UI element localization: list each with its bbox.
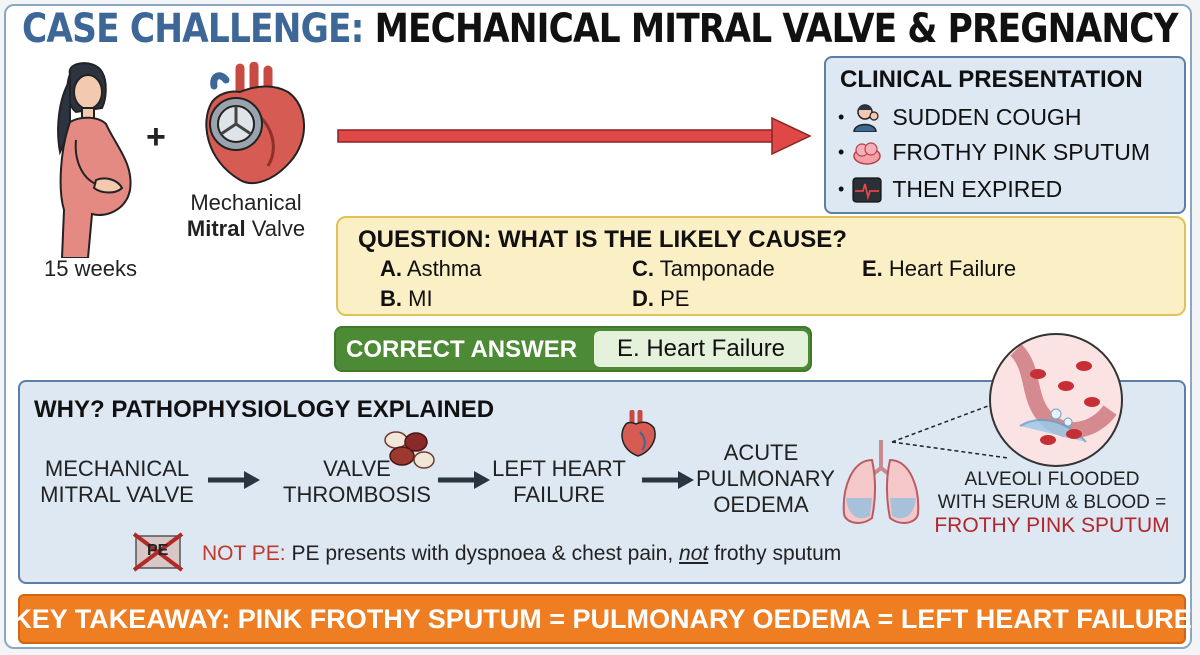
clinical-item: • SUDDEN COUGH — [838, 102, 1081, 132]
correct-answer-value: E. Heart Failure — [594, 331, 808, 367]
alveoli-line: WITH SERUM & BLOOD = — [937, 492, 1167, 513]
clinical-item-text: FROTHY PINK SPUTUM — [892, 139, 1151, 165]
flow-arrow-icon — [208, 471, 260, 489]
valve-line1: Mechanical — [190, 190, 302, 215]
step-mechanical-valve: MECHANICAL MITRAL VALVE — [32, 456, 202, 508]
option-a: A. Asthma — [380, 256, 481, 282]
callout-lines — [891, 399, 1009, 459]
valve-line2-bold: Mitral — [186, 216, 246, 241]
coughing-person-icon — [853, 104, 879, 132]
arrow-right-icon — [337, 116, 812, 156]
question-heading: QUESTION: WHAT IS THE LIKELY CAUSE? — [358, 226, 847, 253]
step-line: THROMBOSIS — [283, 482, 431, 507]
page-title: CASE CHALLENGE: MECHANICAL MITRAL VALVE … — [22, 6, 1179, 52]
option-letter: A. — [380, 256, 402, 281]
clinical-item-text: THEN EXPIRED — [892, 176, 1063, 202]
correct-answer-label: CORRECT ANSWER — [346, 336, 578, 363]
heart-icon — [621, 410, 656, 457]
key-takeaway-text: KEY TAKEAWAY: PINK FROTHY SPUTUM = PULMO… — [12, 603, 1192, 634]
question-box: QUESTION: WHAT IS THE LIKELY CAUSE? A. A… — [336, 216, 1186, 316]
correct-answer-bar: CORRECT ANSWER E. Heart Failure — [334, 326, 812, 372]
option-d: D. PE — [632, 286, 689, 312]
title-main: MECHANICAL MITRAL VALVE & PREGNANCY — [374, 6, 1179, 52]
not-pe-note: NOT PE: PE presents with dyspnoea & ches… — [202, 542, 841, 566]
alveoli-highlight: FROTHY PINK SPUTUM — [934, 514, 1170, 537]
valve-line2-rest: Valve — [245, 216, 306, 241]
blood-clot-icon — [384, 431, 435, 469]
alveoli-line: ALVEOLI FLOODED — [964, 469, 1140, 490]
pink-sputum-icon — [853, 141, 882, 165]
option-text: Heart Failure — [882, 256, 1017, 281]
option-e: E. Heart Failure — [862, 256, 1016, 282]
option-text: Asthma — [402, 256, 482, 281]
step-line: ACUTE — [723, 440, 799, 465]
lungs-icon — [842, 440, 920, 524]
step-valve-thrombosis: VALVE THROMBOSIS — [282, 456, 432, 508]
option-b: B. MI — [380, 286, 433, 312]
step-line: FAILURE — [513, 482, 605, 507]
not-pe-text: PE presents with dyspnoea & chest pain, — [285, 542, 680, 565]
alveoli-magnified-icon — [989, 333, 1123, 467]
flatline-monitor-icon — [852, 176, 882, 203]
title-accent: CASE CHALLENGE: — [22, 6, 364, 52]
step-line: VALVE — [323, 456, 391, 481]
not-pe-emphasis: not — [679, 542, 709, 565]
option-letter: D. — [632, 286, 654, 311]
bullet-icon: • — [838, 179, 845, 199]
option-text: PE — [654, 286, 690, 311]
option-c: C. Tamponade — [632, 256, 775, 282]
gestation-weeks: 15 weeks — [44, 256, 137, 281]
clinical-item: • FROTHY PINK SPUTUM — [838, 139, 1150, 166]
clinical-presentation-box: CLINICAL PRESENTATION • SUDDEN COUGH • F… — [824, 56, 1186, 214]
pregnant-woman-icon — [57, 62, 132, 258]
step-line: MECHANICAL — [44, 456, 190, 481]
clinical-heading: CLINICAL PRESENTATION — [840, 66, 1143, 93]
not-pe-badge: PE — [130, 530, 186, 574]
key-takeaway-bar: KEY TAKEAWAY: PINK FROTHY SPUTUM = PULMO… — [12, 594, 1192, 644]
option-text: Tamponade — [654, 256, 775, 281]
step-line: LEFT HEART — [492, 456, 626, 481]
option-letter: B. — [380, 286, 402, 311]
flow-arrow-icon — [438, 471, 490, 489]
crossed-out-icon — [132, 532, 184, 572]
pathophysiology-heading: WHY? PATHOPHYSIOLOGY EXPLAINED — [34, 396, 495, 423]
flow-arrow-icon — [642, 471, 694, 489]
clinical-item-text: SUDDEN COUGH — [892, 103, 1082, 130]
option-letter: E. — [862, 256, 883, 281]
bullet-icon: • — [838, 142, 845, 162]
heart-with-mechanical-valve-icon — [205, 62, 305, 185]
plus-sign: + — [146, 118, 166, 156]
step-left-heart-failure: LEFT HEART FAILURE — [484, 456, 634, 508]
clinical-item: • THEN EXPIRED — [838, 176, 1062, 203]
valve-line2: Mitral Valve — [176, 216, 316, 242]
not-pe-label: NOT PE: — [202, 542, 286, 565]
alveoli-description: ALVEOLI FLOODED WITH SERUM & BLOOD = FRO… — [932, 468, 1172, 537]
step-line: PULMONARY — [696, 466, 835, 491]
not-pe-tail: frothy sputum — [708, 542, 842, 565]
bullet-icon: • — [838, 106, 845, 127]
step-line: MITRAL VALVE — [40, 482, 194, 507]
step-line: OEDEMA — [713, 492, 809, 517]
option-text: MI — [402, 286, 433, 311]
pe-badge-text: PE — [147, 542, 169, 559]
step-acute-pulmonary-oedema: ACUTE PULMONARY OEDEMA — [696, 440, 835, 518]
option-letter: C. — [632, 256, 654, 281]
mechanical-mitral-valve-label: Mechanical Mitral Valve — [176, 190, 316, 242]
